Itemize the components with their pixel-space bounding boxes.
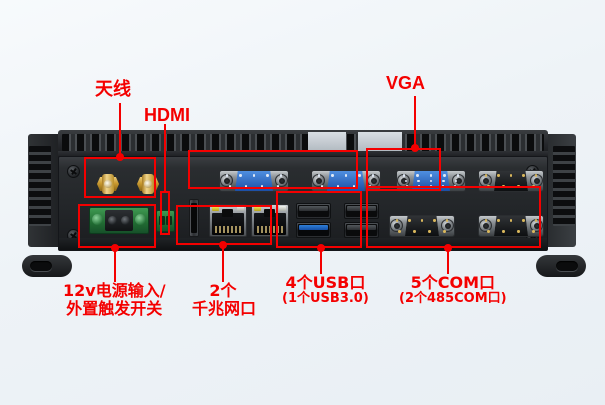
- leader-line-vga: [414, 96, 416, 148]
- rj45-port-1: [209, 204, 247, 237]
- power-terminal-block: [89, 207, 149, 234]
- top-heatsink-fins: [58, 130, 548, 158]
- db9-jackscrew-left: [220, 174, 233, 187]
- trigger-pin-2: [166, 216, 172, 225]
- sma-antenna-connector-2: [137, 173, 159, 195]
- db9-485-com-port-1: [219, 168, 289, 194]
- leader-dot-vga: [411, 144, 419, 152]
- terminal-plug: [105, 210, 133, 231]
- label-com-line1: 5个COM口: [410, 273, 495, 292]
- fin-pattern: [62, 134, 544, 151]
- vga-pins: [403, 174, 459, 188]
- leader-line-com: [447, 248, 449, 274]
- usb-port-top-left: [296, 203, 331, 219]
- label-power-line1: 12v电源输入/: [63, 281, 166, 300]
- terminal-screw-left: [92, 214, 103, 225]
- usb-port-bottom-right: [344, 222, 379, 238]
- trigger-pin-1: [159, 216, 165, 225]
- db9-pins: [484, 219, 538, 233]
- label-hdmi: HDMI: [144, 105, 190, 125]
- rj45-pins-1: [215, 226, 241, 233]
- usb-port-top-right: [344, 203, 379, 219]
- label-com: 5个COM口 (2个485COM口): [399, 274, 507, 306]
- vga-port: [396, 168, 466, 194]
- rj45-link-led-1: [212, 206, 219, 211]
- label-usb-line1: 4个USB口: [285, 273, 366, 292]
- label-vga-line1: VGA: [386, 73, 426, 93]
- panel-screw-top-left: [67, 165, 80, 178]
- mounting-foot-left: [22, 255, 72, 277]
- label-usb-line2: (1个USB3.0): [282, 290, 369, 306]
- sma-center-pin-1: [104, 180, 112, 188]
- leader-line-hdmi: [164, 124, 166, 192]
- right-side-heatsink-fins: [553, 146, 575, 226]
- usb-tongue: [347, 206, 376, 211]
- label-vga: VGA: [386, 73, 425, 93]
- usb-tongue: [347, 225, 376, 230]
- label-hdmi-line1: HDMI: [144, 105, 190, 125]
- mounting-hole-left: [30, 261, 52, 271]
- mini-pc-chassis: [22, 130, 586, 277]
- label-lan-line1: 2个: [209, 281, 237, 300]
- label-lan-line2: 千兆网口: [192, 298, 257, 318]
- leader-line-usb: [320, 248, 322, 274]
- hdmi-port: [189, 199, 199, 237]
- label-com-line2: (2个485COM口): [399, 290, 507, 306]
- rj45-activity-led-1: [237, 206, 244, 211]
- usb-tongue: [299, 206, 328, 211]
- db9-com-port-top-right: [478, 168, 544, 194]
- sma-center-pin-2: [144, 180, 152, 188]
- fin-strip-lip: [58, 151, 548, 158]
- label-power: 12v电源输入/ 外置触发开关: [63, 282, 166, 318]
- mounting-foot-right: [536, 255, 586, 277]
- leader-line-lan: [222, 245, 224, 282]
- chassis-left-endcap: [28, 134, 62, 247]
- db9-jack: [235, 171, 273, 191]
- leader-dot-antenna: [116, 153, 124, 161]
- label-power-line2: 外置触发开关: [66, 298, 163, 318]
- trigger-switch-terminal: [156, 210, 175, 232]
- label-antenna-line1: 天线: [95, 79, 131, 100]
- db9-com-port-bottom-mid: [389, 213, 455, 239]
- terminal-screw-right: [135, 214, 146, 225]
- db9-com-port-bottom-right: [478, 213, 544, 239]
- fin-gap-left: [308, 132, 346, 153]
- rj45-link-led-2: [254, 206, 261, 211]
- hdmi-opening: [191, 203, 197, 233]
- db9-pins: [318, 174, 374, 188]
- usb3-tongue: [299, 225, 328, 230]
- usb3-port-bottom-left: [296, 222, 331, 238]
- label-lan: 2个 千兆网口: [192, 281, 257, 318]
- db9-pins: [226, 174, 282, 188]
- mounting-hole-right: [556, 261, 578, 271]
- label-usb: 4个USB口 (1个USB3.0): [282, 274, 369, 306]
- rj45-latch-slot-2: [264, 209, 275, 217]
- rj45-pins-2: [257, 226, 283, 233]
- db9-pins: [484, 174, 538, 188]
- leader-line-antenna: [119, 103, 121, 157]
- left-side-heatsink-fins: [29, 146, 51, 226]
- label-antenna: 天线: [95, 79, 131, 100]
- sma-antenna-connector-1: [97, 173, 119, 195]
- rj45-port-2: [251, 204, 289, 237]
- panel-screw-bottom-left: [67, 229, 80, 242]
- db9-pins: [395, 219, 449, 233]
- leader-line-power: [114, 248, 116, 282]
- fin-gap-right: [358, 132, 402, 153]
- db9-jack: [327, 171, 365, 191]
- db9-485-com-port-2: [311, 168, 381, 194]
- rj45-activity-led-2: [279, 206, 286, 211]
- io-front-panel: [58, 156, 548, 251]
- rj45-latch-slot-1: [222, 209, 233, 217]
